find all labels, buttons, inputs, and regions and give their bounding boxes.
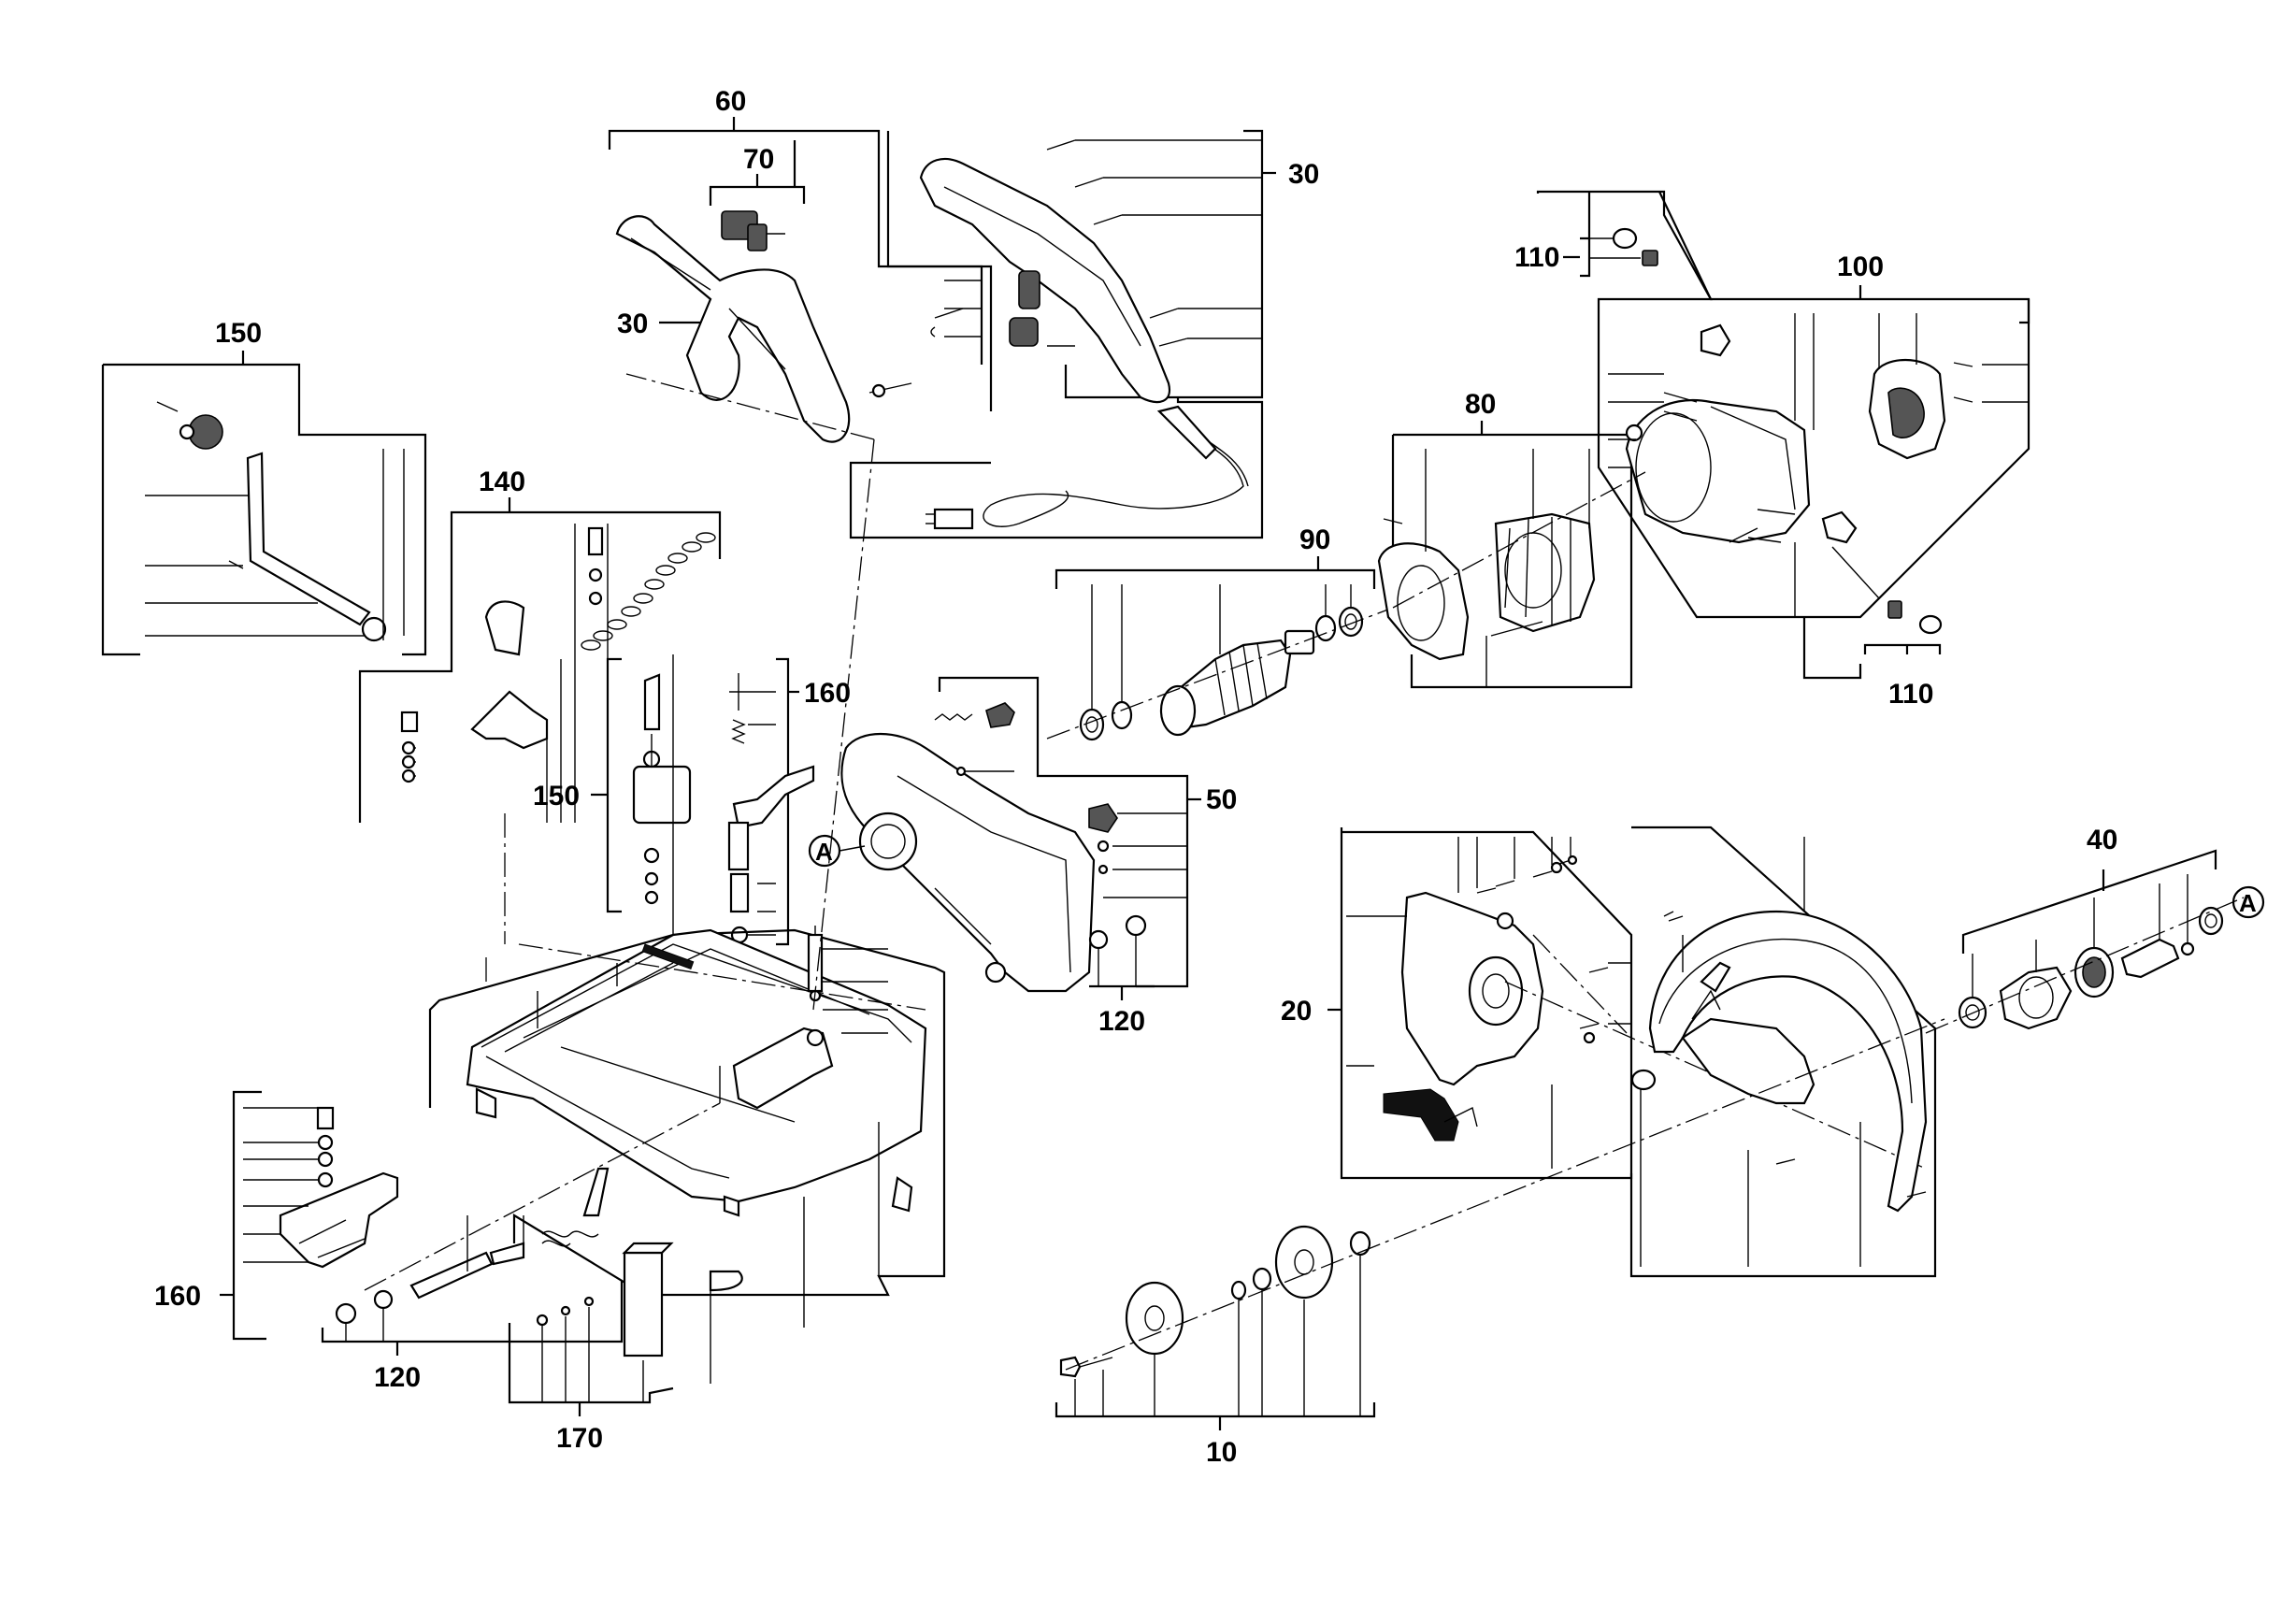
label-120-right: 120 — [1098, 1006, 1145, 1037]
group-20-lower-guard: 20 — [1281, 827, 1927, 1180]
base-assembly — [364, 373, 946, 1328]
label-50: 50 — [1206, 784, 1237, 815]
shaft-part — [409, 1251, 494, 1300]
clamp-lever-part — [732, 765, 815, 829]
label-80: 80 — [1465, 389, 1496, 420]
inner-flange-part — [1274, 1225, 1334, 1300]
fence-plate-part — [279, 1171, 399, 1269]
label-70: 70 — [743, 144, 774, 175]
label-20: 20 — [1281, 996, 1312, 1027]
group-140-chain: 140 — [358, 467, 722, 823]
clamp-plate-part — [632, 765, 692, 825]
group-80-stator: 80 — [1377, 389, 1633, 689]
label-90: 90 — [1299, 524, 1330, 555]
group-160-fence: 160 — [154, 1090, 399, 1341]
label-110-bottom: 110 — [1888, 679, 1933, 710]
label-30-right: 30 — [1288, 159, 1319, 190]
group-150-lever: 150 — [101, 318, 427, 656]
handle-half-part — [919, 157, 1171, 404]
group-60-handle: 60 70 30 — [608, 86, 983, 443]
fence-bracket-part — [732, 1027, 834, 1110]
label-110-top: 110 — [1514, 242, 1559, 273]
fan-baffle-part — [1377, 542, 1470, 661]
label-160-mid: 160 — [804, 678, 851, 709]
blade-guard-assembly — [1629, 826, 1937, 1278]
label-120-left: 120 — [374, 1362, 421, 1393]
svg-text:A: A — [815, 838, 833, 866]
group-120-shaft: 120 — [321, 1167, 624, 1393]
label-140: 140 — [479, 467, 525, 497]
label-160-bottom: 160 — [154, 1281, 201, 1312]
group-50-guard: 50 A 120 — [808, 676, 1237, 1037]
svg-text:A: A — [2239, 889, 2257, 917]
lever-rod-part — [246, 452, 371, 626]
stator-part — [1494, 512, 1596, 633]
bracket-part — [470, 690, 549, 750]
label-30-left: 30 — [617, 309, 648, 339]
label-170: 170 — [556, 1423, 603, 1454]
label-150-mid: 150 — [533, 781, 580, 812]
base-part — [466, 928, 927, 1203]
group-30-handle-half: 30 — [849, 129, 1319, 539]
outer-flange-part — [1125, 1281, 1184, 1356]
spindle-shaft-part — [2120, 938, 2180, 979]
group-100-motor: 100 110 — [1392, 190, 2031, 710]
power-cord-part — [983, 410, 1244, 527]
group-10-flanges: 10 — [1055, 1018, 1945, 1468]
pad-part — [623, 1251, 664, 1357]
belt-guard-part — [840, 733, 1096, 993]
group-170-pad: 170 — [508, 1242, 711, 1454]
group-40-spindle: 40 A — [1925, 825, 2265, 1034]
guard-handle-part — [1383, 1088, 1459, 1142]
label-60: 60 — [715, 86, 746, 117]
label-40: 40 — [2087, 825, 2117, 855]
rear-handle-part — [615, 215, 851, 443]
label-10: 10 — [1206, 1437, 1237, 1468]
label-100: 100 — [1837, 251, 1884, 282]
group-150-160-clamp: 150 160 — [533, 654, 851, 946]
bearing-flange-part — [1999, 966, 2073, 1030]
group-90-armature: 90 — [1046, 524, 1394, 741]
label-150-top: 150 — [215, 318, 262, 349]
